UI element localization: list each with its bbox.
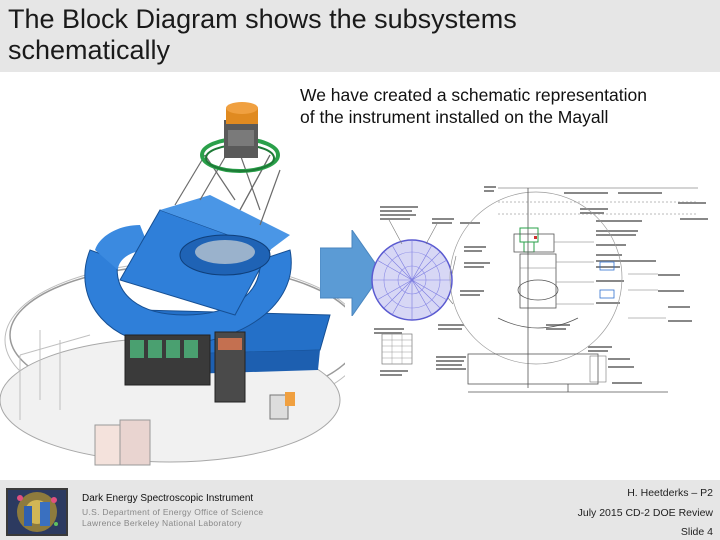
footer-event: July 2015 CD-2 DOE Review xyxy=(577,507,713,519)
instrument-schematic-diagram xyxy=(371,186,708,393)
subtitle-line-1: We have created a schematic representati… xyxy=(300,85,647,105)
footer-presenter: H. Heetderks – P2 xyxy=(627,487,713,499)
footer-project: Dark Energy Spectroscopic Instrument xyxy=(82,493,254,504)
mayall-telescope-illustration xyxy=(0,102,345,466)
title-bar xyxy=(0,0,720,72)
right-arrow-icon xyxy=(320,230,382,316)
title-line-1: The Block Diagram shows the subsystems xyxy=(8,4,517,34)
slide-title: The Block Diagram shows the subsystems s… xyxy=(8,4,708,66)
slide-number: Slide 4 xyxy=(680,526,713,538)
footer-department: U.S. Department of Energy Office of Scie… xyxy=(82,507,264,517)
subtitle-line-2: of the instrument installed on the Mayal… xyxy=(300,107,609,127)
footer-lab: Lawrence Berkeley National Laboratory xyxy=(82,518,242,528)
title-line-2: schematically xyxy=(8,35,171,65)
desi-logo-icon xyxy=(6,488,68,536)
slide-subtitle: We have created a schematic representati… xyxy=(300,84,710,128)
footer-bar xyxy=(0,480,720,540)
